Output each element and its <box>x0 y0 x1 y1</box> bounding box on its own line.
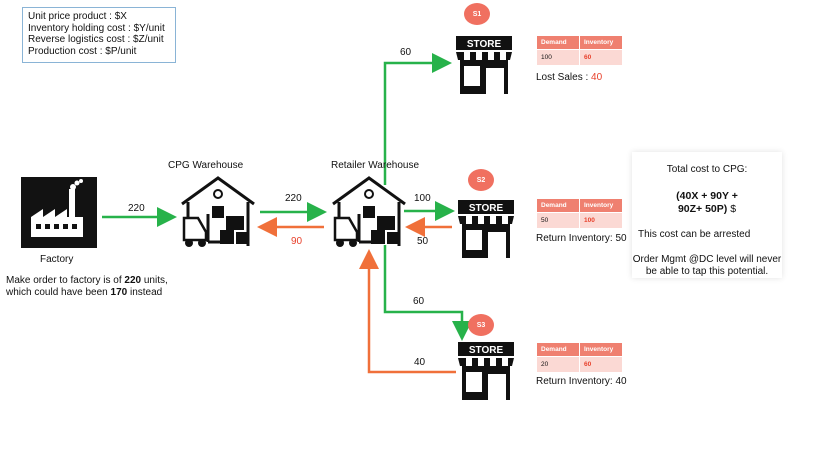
total-cost-title: Total cost to CPG: <box>666 164 748 175</box>
cpg-warehouse-label: CPG Warehouse <box>168 160 244 171</box>
s3-inventory: 60 <box>579 356 623 373</box>
flow-retailer-to-s1: 60 <box>400 47 412 58</box>
factory-label: Factory <box>40 254 74 265</box>
warehouse-icon <box>181 176 255 247</box>
s3-return-inventory: Return Inventory: 40 <box>536 376 627 387</box>
store-sign: STORE <box>469 203 504 214</box>
s1-lost-sales: Lost Sales : 40 <box>536 72 603 83</box>
store-icon: STORE <box>458 200 514 258</box>
order-amount: 220 <box>124 275 142 286</box>
flow-factory-to-cpg: 220 <box>128 203 145 214</box>
flow-retailer-to-cpg: 90 <box>291 236 303 247</box>
cost-legend-line: Unit price product : $X <box>28 11 127 22</box>
s2-return-inventory: Return Inventory: 50 <box>536 233 627 244</box>
arrow-retailer-to-s3 <box>383 245 472 341</box>
store-icon: STORE <box>458 342 514 400</box>
factory-icon <box>21 177 97 248</box>
arrow-s3-to-retailer <box>359 249 456 374</box>
cost-legend-line: Inventory holding cost : $Y/unit <box>28 22 165 34</box>
s2-demand: 50 <box>536 212 580 229</box>
flow-s3-to-retailer: 40 <box>414 357 426 368</box>
cost-legend-line: Reverse logistics cost : $Z/unit <box>28 34 164 45</box>
flow-retailer-to-s3: 60 <box>413 296 425 307</box>
order-mgmt-note: Order Mgmt @DC level will never be able … <box>632 254 782 277</box>
arrow-retailer-to-s1 <box>383 53 452 185</box>
alt-order-amount: 170 <box>110 287 128 298</box>
total-cost-formula: (40X + 90Y + 90Z+ 50P) $ <box>676 190 738 215</box>
store-sign: STORE <box>469 345 504 356</box>
flow-s2-to-retailer: 50 <box>417 236 429 247</box>
store-badge-s3: S3 <box>468 314 494 336</box>
factory-order-note: Make order to factory is of 220 units, w… <box>6 275 168 298</box>
store-icon: STORE <box>456 36 512 94</box>
s3-demand: 20 <box>536 356 580 373</box>
s1-inventory: 60 <box>579 49 623 66</box>
s2-inventory: 100 <box>579 212 623 229</box>
flow-retailer-to-s2: 100 <box>414 193 431 204</box>
store-badge-s2: S2 <box>468 169 494 191</box>
store-badge-s1: S1 <box>464 3 490 25</box>
s1-demand: 100 <box>536 49 580 66</box>
retailer-warehouse-label: Retailer Warehouse <box>331 160 420 171</box>
warehouse-icon <box>332 176 406 247</box>
flow-cpg-to-retailer: 220 <box>285 193 302 204</box>
store-sign: STORE <box>467 39 502 50</box>
cost-arrested-note: This cost can be arrested <box>638 229 751 240</box>
cost-legend-box: Unit price product : $X Inventory holdin… <box>22 7 176 63</box>
total-cost-box: Total cost to CPG: (40X + 90Y + 90Z+ 50P… <box>632 152 782 278</box>
cost-legend-line: Production cost : $P/unit <box>28 45 137 57</box>
